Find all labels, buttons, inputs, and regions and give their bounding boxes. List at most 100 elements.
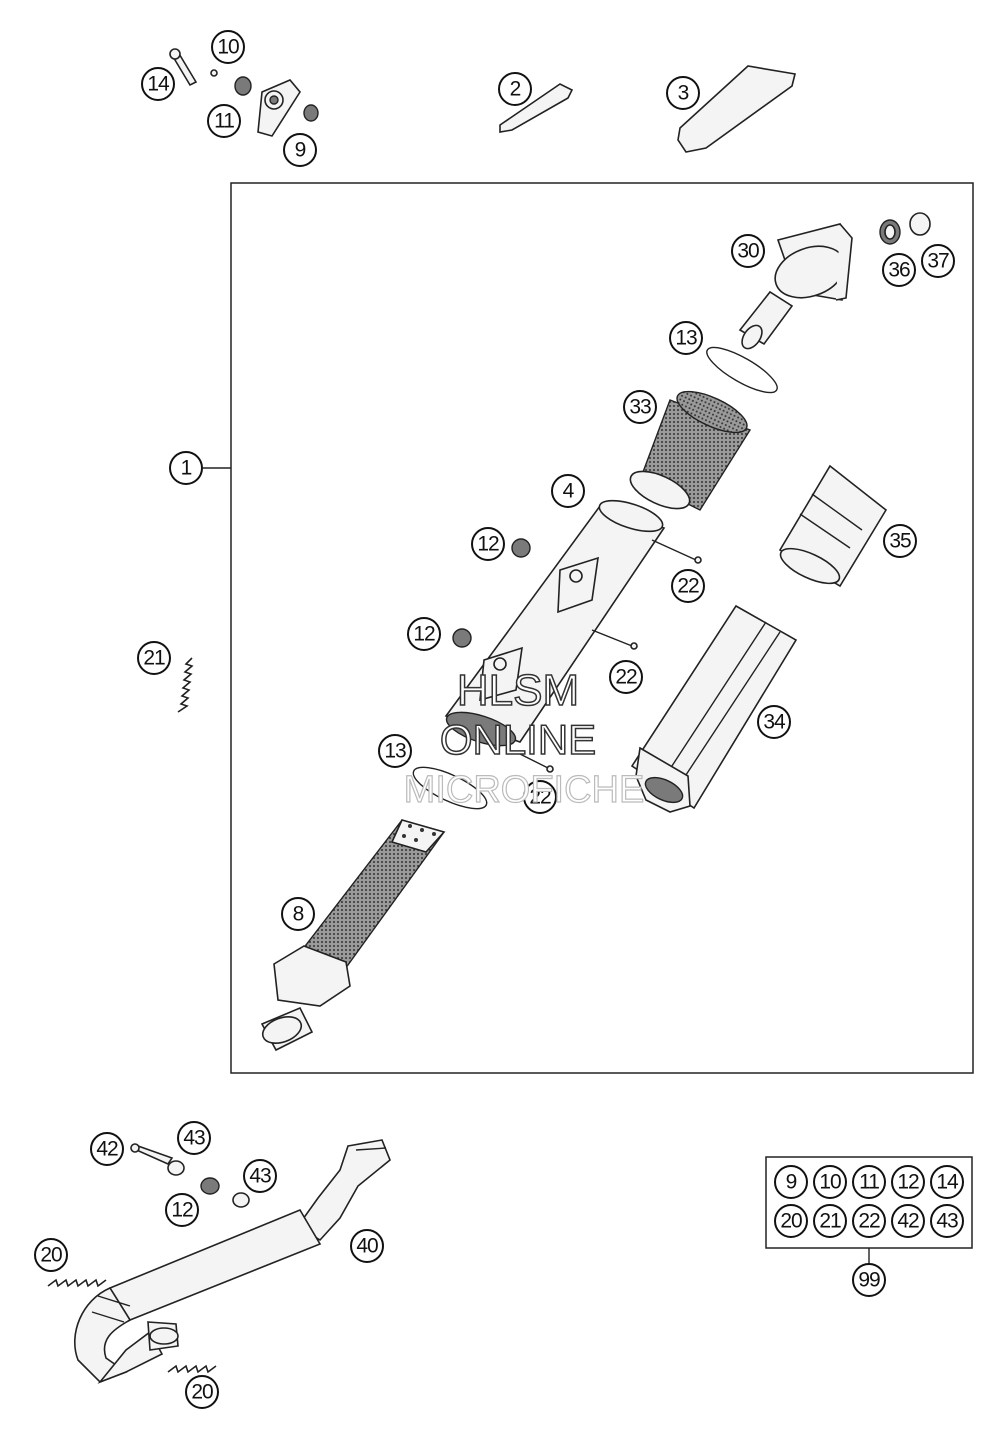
kit-item-43: 43: [930, 1204, 964, 1238]
spring-20-upper: [47, 1278, 107, 1288]
callout-37: 37: [921, 244, 955, 278]
callout-21: 21: [137, 641, 171, 675]
svg-text:21: 21: [143, 647, 165, 670]
watermark-line-2: ONLINE: [440, 716, 596, 763]
callout-33: 33: [623, 390, 657, 424]
heat-shield-2: [499, 83, 574, 133]
callout-9: 9: [283, 133, 317, 167]
svg-text:37: 37: [927, 250, 949, 273]
svg-text:2: 2: [510, 78, 521, 101]
spring-21: [177, 657, 194, 713]
callout-12-upper: 12: [471, 527, 505, 561]
svg-text:1: 1: [181, 457, 192, 480]
svg-text:42: 42: [897, 1210, 919, 1233]
callout-13-lower: 13: [378, 734, 412, 768]
washer-43-left: [167, 1160, 185, 1176]
svg-text:20: 20: [40, 1244, 62, 1267]
svg-text:11: 11: [859, 1171, 879, 1194]
perforated-core-8: [260, 819, 446, 1052]
callout-20-lower: 20: [185, 1375, 219, 1409]
callout-12-lower: 12: [407, 617, 441, 651]
kit-item-14: 14: [930, 1165, 964, 1199]
mount-bracket-upper: [557, 556, 599, 614]
kit-item-10: 10: [813, 1165, 847, 1199]
callout-14: 14: [141, 67, 175, 101]
callout-40: 40: [350, 1229, 384, 1263]
grommet-12-upper: [511, 538, 531, 558]
svg-text:35: 35: [889, 530, 911, 553]
callout-99: 99: [852, 1263, 886, 1297]
svg-text:20: 20: [191, 1381, 213, 1404]
callout-2: 2: [498, 72, 532, 106]
callout-36: 36: [882, 253, 916, 287]
kit-item-20: 20: [774, 1204, 808, 1238]
callout-1: 1: [169, 451, 203, 485]
header-hardware: [129, 1143, 250, 1208]
svg-text:30: 30: [737, 240, 759, 263]
svg-text:33: 33: [629, 396, 651, 419]
svg-text:10: 10: [819, 1171, 841, 1194]
callout-43-left: 43: [177, 1121, 211, 1155]
kit-item-42: 42: [891, 1204, 925, 1238]
spring-20-lower: [167, 1364, 217, 1374]
sleeve-34: [630, 604, 798, 813]
svg-text:22: 22: [858, 1210, 880, 1233]
sleeve-35: [778, 464, 888, 588]
svg-text:21: 21: [819, 1210, 841, 1233]
hardware-kit-box: 9 10 11 12 14 20 21 22 42 43 99: [765, 1156, 973, 1297]
callout-35: 35: [883, 524, 917, 558]
svg-text:14: 14: [147, 73, 170, 96]
silencer-assembly-frame: [230, 182, 974, 1074]
kit-item-22: 22: [852, 1204, 886, 1238]
svg-text:34: 34: [763, 711, 786, 734]
svg-text:9: 9: [295, 139, 306, 162]
svg-text:13: 13: [384, 740, 406, 763]
callout-20-upper: 20: [34, 1238, 68, 1272]
svg-text:13: 13: [675, 327, 697, 350]
kit-item-12: 12: [891, 1165, 925, 1199]
grommet-12-lower: [452, 628, 472, 648]
watermark: HLSM ONLINE MICROFICHE: [403, 665, 645, 811]
svg-text:43: 43: [249, 1165, 271, 1188]
svg-text:36: 36: [888, 259, 910, 282]
heat-shield-3: [677, 65, 796, 153]
callout-12-header: 12: [165, 1193, 199, 1227]
svg-text:10: 10: [217, 36, 239, 59]
bushing-37: [909, 212, 931, 236]
callout-30: 30: [731, 234, 765, 268]
svg-text:42: 42: [96, 1138, 118, 1161]
watermark-line-1: HLSM: [457, 666, 579, 715]
callout-22-lower: 22: [523, 780, 557, 814]
mesh-insert-33: [629, 390, 752, 511]
svg-text:99: 99: [858, 1269, 880, 1292]
callout-34: 34: [757, 705, 791, 739]
washer-43-right: [232, 1192, 250, 1208]
nut-9: [303, 104, 319, 122]
callout-22-middle: 22: [609, 660, 643, 694]
washer-11: [234, 76, 252, 96]
callout-4: 4: [551, 474, 585, 508]
svg-text:9: 9: [786, 1171, 797, 1194]
silencer-tube-4: [444, 499, 666, 747]
svg-text:11: 11: [214, 110, 234, 133]
callout-10: 10: [211, 30, 245, 64]
gasket-13-lower: [412, 766, 488, 810]
svg-text:12: 12: [477, 533, 499, 556]
callout-8: 8: [281, 897, 315, 931]
gasket-13-upper: [706, 346, 778, 394]
watermark-line-3: MICROFICHE: [404, 769, 645, 811]
svg-text:43: 43: [183, 1127, 205, 1150]
svg-text:12: 12: [413, 623, 435, 646]
end-cap-30: [738, 223, 853, 350]
callout-42: 42: [90, 1132, 124, 1166]
svg-text:20: 20: [780, 1210, 802, 1233]
svg-text:3: 3: [678, 82, 689, 105]
kit-item-21: 21: [813, 1204, 847, 1238]
screws-22: [515, 539, 702, 773]
callout-22-upper: 22: [671, 569, 705, 603]
svg-text:40: 40: [356, 1235, 378, 1258]
header-pipe-40: [74, 1139, 391, 1384]
kit-item-9: 9: [774, 1165, 808, 1199]
svg-text:22: 22: [529, 786, 551, 809]
